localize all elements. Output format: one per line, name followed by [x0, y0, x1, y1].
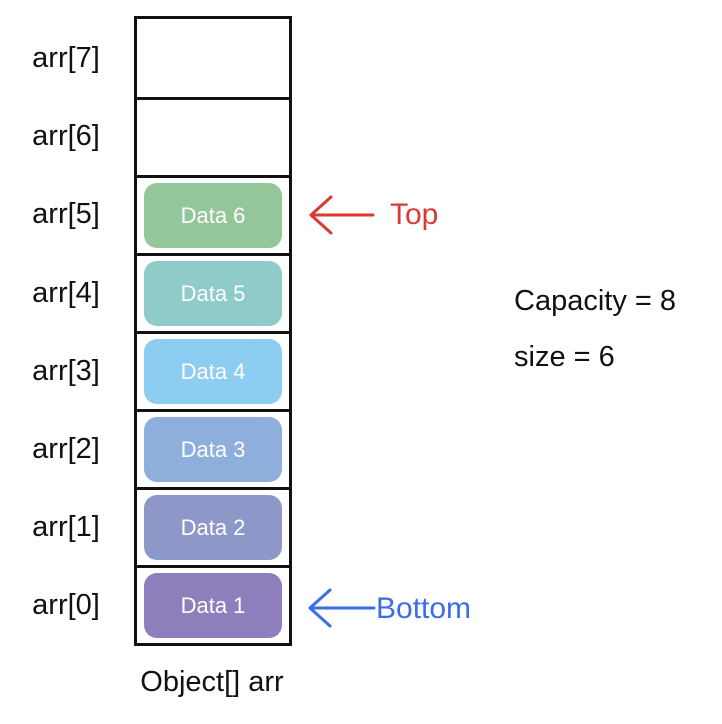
index-label-7: arr[7]	[32, 42, 100, 74]
array-cell-1: Data 2	[137, 487, 289, 565]
array-cell-7	[137, 19, 289, 97]
top-arrow-icon	[309, 195, 375, 235]
capacity-text: Capacity = 8	[514, 285, 677, 317]
array-cell-2: Data 3	[137, 409, 289, 487]
index-label-4: arr[4]	[32, 277, 100, 309]
array-caption: Object[] arr	[140, 666, 284, 698]
index-label-2: arr[2]	[32, 433, 100, 465]
index-label-5: arr[5]	[32, 198, 100, 230]
data-block-4: Data 4	[144, 339, 282, 404]
index-label-3: arr[3]	[32, 355, 100, 387]
bottom-pointer-label: Bottom	[376, 592, 472, 625]
array-cell-3: Data 4	[137, 331, 289, 409]
data-block-2: Data 2	[144, 495, 282, 560]
bottom-arrow-icon	[308, 588, 376, 628]
data-block-3: Data 3	[144, 417, 282, 482]
data-block-5: Data 5	[144, 261, 282, 326]
data-block-6: Data 6	[144, 183, 282, 248]
index-label-1: arr[1]	[32, 511, 100, 543]
array-cell-6	[137, 97, 289, 175]
array-cell-0: Data 1	[137, 565, 289, 643]
array-cell-4: Data 5	[137, 253, 289, 331]
top-pointer-label: Top	[390, 198, 439, 231]
index-label-6: arr[6]	[32, 120, 100, 152]
index-label-0: arr[0]	[32, 589, 100, 621]
data-block-1: Data 1	[144, 573, 282, 638]
size-text: size = 6	[514, 341, 615, 373]
array-cell-5: Data 6	[137, 175, 289, 253]
array-container: Data 6 Data 5 Data 4 Data 3 Data 2 Data …	[134, 16, 292, 646]
